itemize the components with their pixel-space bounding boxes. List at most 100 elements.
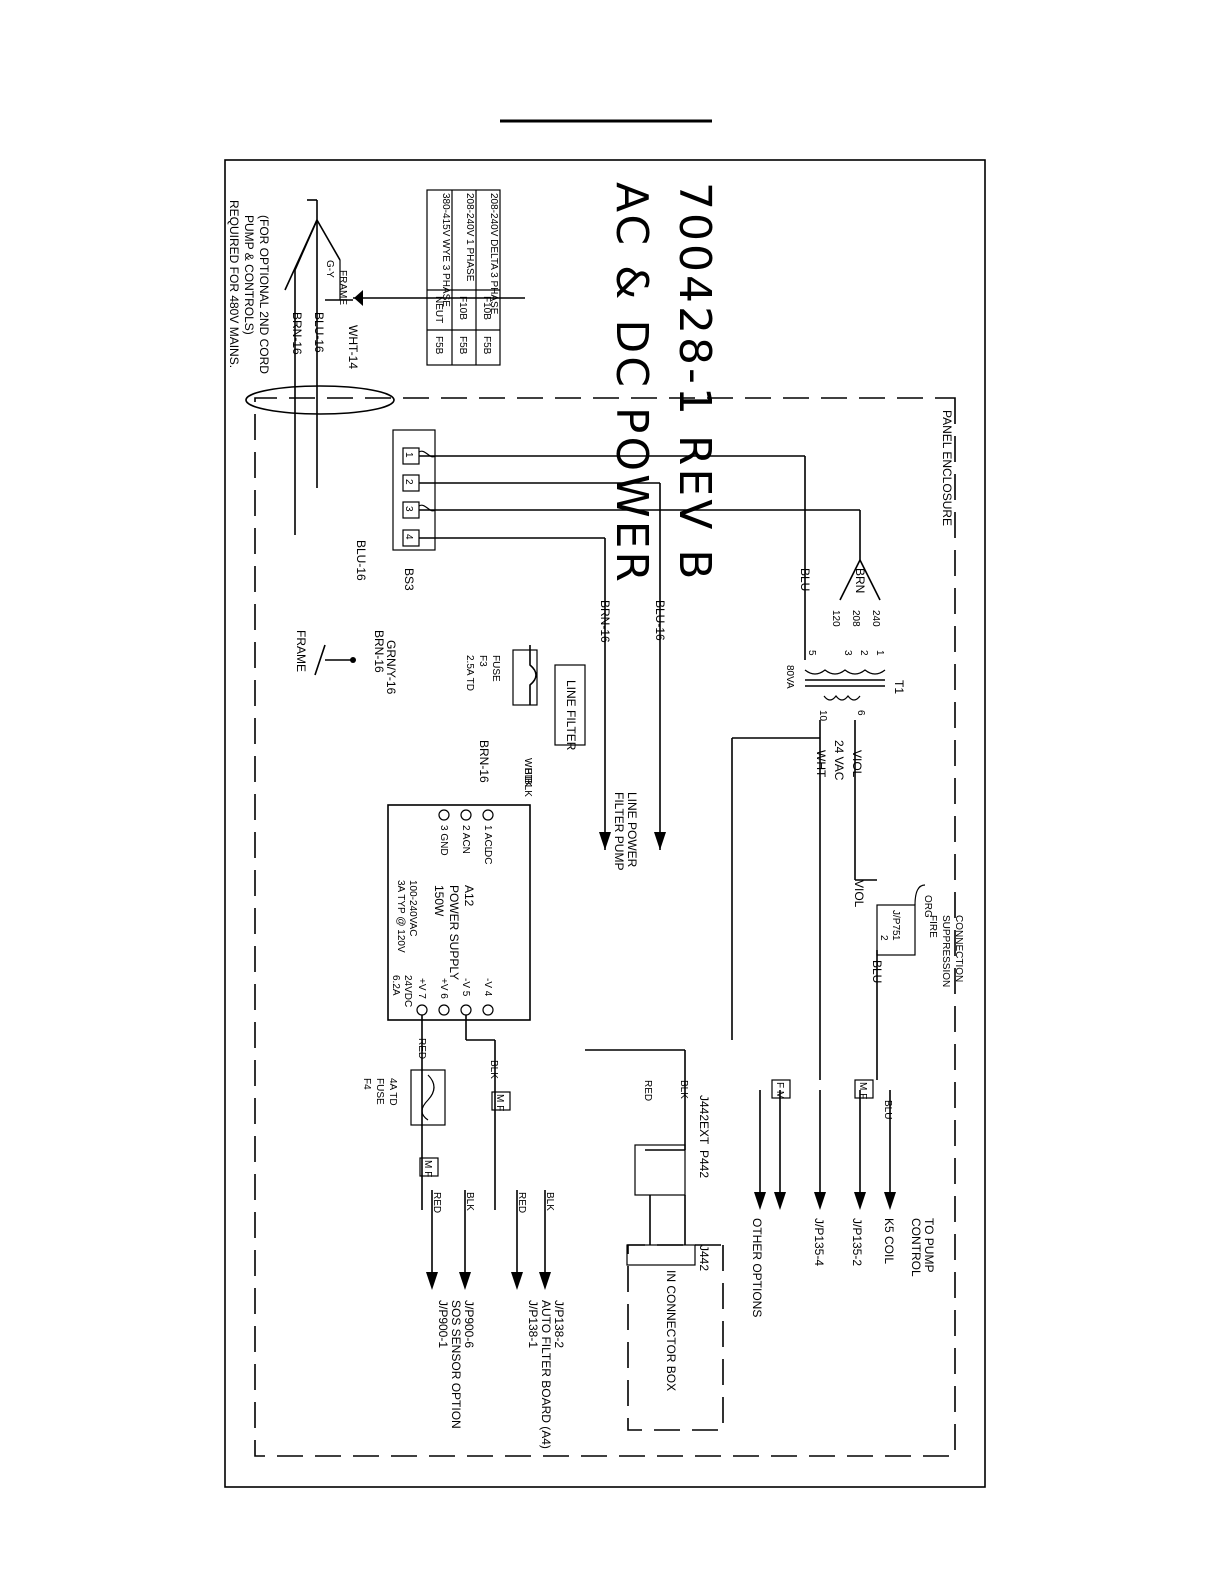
blu16-fuse-label: BLU-16 [354,540,368,581]
pump-arrow-2 [654,832,666,850]
ps-ac-in1: 100-240VAC [407,880,418,937]
ps-ac-in2: 3A TYP @ 120V [395,880,406,953]
line-filter-section: LINE FILTER FUSE F3 2.5A TD BRN-16 BRN-1… [294,540,586,797]
cord-frame-label: FRAME [337,270,348,305]
t1-pin5: 5 [806,650,817,656]
filter-pump-2: LINE POWER [625,792,639,868]
connector-box-label: IN CONNECTOR BOX [664,1270,678,1391]
blk-ps-label: BLK [488,1060,499,1079]
wht-arrow [354,290,363,306]
to-pump-1: TO PUMP [922,1218,936,1272]
grn-y16-label: GRN/Y-16 [384,640,398,695]
bs3-pin4: 4 [403,534,414,540]
t1-pin10: 10 [817,710,828,722]
sos-sensor: SOS SENSOR OPTION [449,1300,463,1429]
t1-pin1: 1 [874,650,885,656]
red-out-1: RED [516,1192,527,1213]
title-line2: 700428-1 REV B [669,182,720,582]
phase-table: 208-240V DELTA 3 PHASE 208-240V 1 PHASE … [426,189,501,366]
tap-240: 240 [870,610,881,627]
output-arrows: TO PUMP CONTROL K5 COIL J/P135-2 J/P135-… [750,1090,936,1317]
red-j442-label: RED [642,1080,653,1101]
f3-name: F3 [477,655,488,667]
jp75-pin2: 2 [878,935,889,941]
brn16-filter-label: BRN-16 [477,740,491,783]
fm-conn-1 [771,1079,791,1099]
f4-fuse: FUSE [374,1078,385,1105]
table-row1-c3: F5B [481,336,492,355]
title-line1: AC & DC POWER [606,182,657,585]
ps-pin7: +V 7 [416,978,427,999]
table-row3-c3: F5B [433,336,444,355]
p442-label: P442 [697,1150,711,1178]
cord-note-2: PUMP & CONTROLS) [242,215,256,335]
frame-ground-label: FRAME [294,630,308,672]
viol-label-2: VIOL [852,880,866,908]
jp75-pin1: 1 [890,935,901,941]
table-row3-config: 380-415V WYE 3 PHASE [440,193,451,307]
blk-filter-2: BLK [522,778,533,797]
connection-label: CONNECTION [953,915,964,982]
panel-enclosure-label: PANEL ENCLOSURE [940,410,954,526]
jp900-6: J/P900-6 [462,1300,476,1348]
bs3-pin3: 3 [403,506,414,512]
ps-pin4: -V 4 [482,978,493,997]
k5-coil: K5 COIL [882,1218,896,1264]
filter-pump-1: FILTER PUMP [612,792,626,870]
ps-out2: 6.2A [390,975,401,996]
table-row2-c3: F5B [457,336,468,355]
t1-pin2: 2 [858,650,869,656]
ps-dc: DC [482,850,493,864]
blk-out-2: BLK [464,1192,475,1211]
ps-name1: A12 [462,885,476,907]
jp135-4: J/P135-4 [812,1218,826,1266]
org-label: ORG [922,895,933,918]
fire-suppression-connector: VIOL J/P75 1 2 ORG FIRE SUPPRESSION CONN… [852,879,964,1080]
line-filter-label: LINE FILTER [564,680,578,751]
blk-j442-label: BLK [678,1080,689,1099]
t1-secondary: 24 VAC [832,740,846,781]
bs3-pin2: 2 [403,479,414,485]
blu-fs-label: BLU [870,960,884,983]
transformer-t1: 240 208 120 1 2 3 5 T1 80VA 10 6 24 VAC … [731,559,906,1080]
ps-name3: 150W [432,885,446,917]
jp75-label: J/P75 [890,910,901,936]
brn16-cord-label: BRN-16 [290,312,304,355]
blu16-pump-label: BLU-16 [653,600,667,641]
j442-connectors: BLK RED J442EXT P442 J442 IN CONNECTOR B… [585,1049,724,1431]
bs3-pin1: 1 [403,452,414,458]
ps-name2: POWER SUPPLY [447,885,461,980]
mf-conn-1 [854,1079,874,1099]
mf-label-2: M F [494,1094,505,1111]
brn16-pump-label: BRN-16 [598,600,612,643]
pump-arrow-1 [599,832,611,850]
t1-name: T1 [892,680,906,694]
ps-pin5: -V 5 [460,978,471,997]
mf-label-1: M F [857,1082,868,1099]
ps-pin6: +V 6 [438,978,449,999]
mf-conn-2 [491,1091,511,1111]
dc-output-arrows: BLK RED BLK RED J/P138-2 AUTO FILTER BOA… [426,1190,566,1449]
table-row1-config: 208-240V DELTA 3 PHASE [488,193,499,315]
jp900-1: J/P900-1 [436,1300,450,1348]
t1-va: 80VA [784,665,795,689]
table-row2-config: 208-240V 1 PHASE [464,193,475,282]
red-ps-label: RED [416,1038,427,1059]
f4-rating: 4A TD [387,1078,398,1106]
j442ext-label: J442EXT [697,1095,711,1145]
ps-pin1: 1 ACL [482,825,493,853]
other-options: OTHER OPTIONS [750,1218,764,1317]
ps-pin3: 3 GND [438,825,449,856]
cord-note-3: REQUIRED FOR 480V MAINS. [227,200,241,368]
f3-rating: 2.5A TD [464,655,475,691]
jp138-2: J/P138-2 [552,1300,566,1348]
blu-pump-label: BLU [882,1100,893,1119]
f4-name: F4 [361,1078,372,1090]
red-out-2: RED [431,1192,442,1213]
blk-filter-1: BLK [522,768,533,787]
tap-120: 120 [830,610,841,627]
f3-fuse: FUSE [490,655,501,682]
ps-pin2: 2 ACN [460,825,471,854]
